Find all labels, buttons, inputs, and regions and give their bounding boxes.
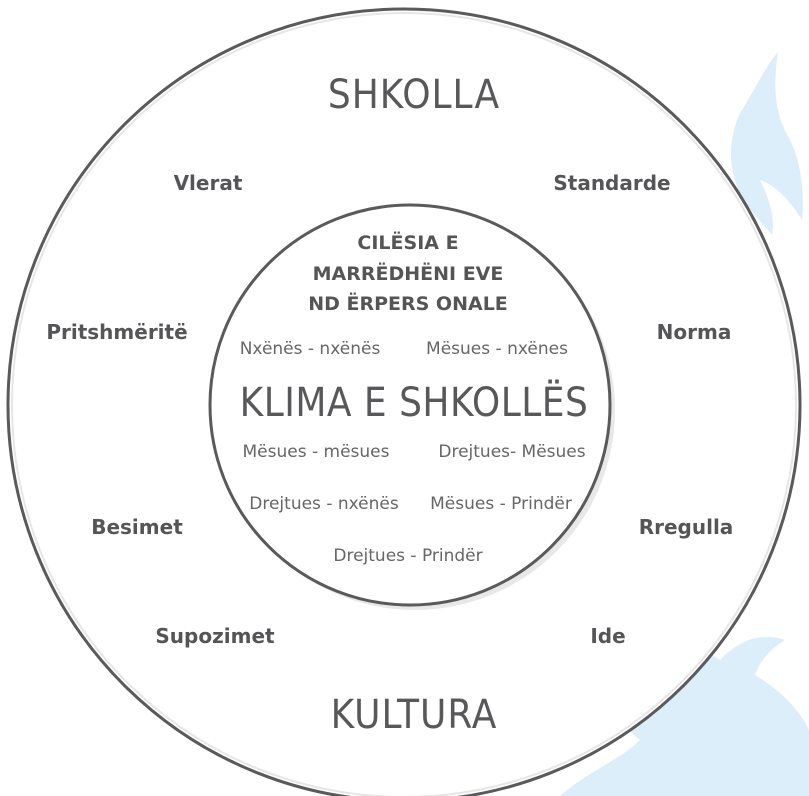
inner-heading-line3: ND ËRPERS ONALE <box>308 291 508 315</box>
outer-word-norma: Norma <box>657 320 732 344</box>
relation-drejtues-nxenes: Drejtues - nxënës <box>249 494 399 514</box>
relation-drejtues-prinder: Drejtues - Prindër <box>333 546 482 566</box>
outer-ring-shadow <box>11 12 797 796</box>
outer-word-pritshmerite: Pritshmëritë <box>46 320 187 344</box>
inner-heading-line2: MARRËDHËNI EVE <box>313 261 504 285</box>
outer-word-standarde: Standarde <box>553 171 670 195</box>
outer-word-supozimet: Supozimet <box>155 624 275 648</box>
inner-heading-line1: CILËSIA E <box>357 230 458 254</box>
relation-mesues-nxenes: Mësues - nxënes <box>426 339 568 359</box>
center-title: KLIMA E SHKOLLËS <box>240 378 589 426</box>
relation-mesues-prinder: Mësues - Prindër <box>430 494 572 514</box>
relation-mesues-mesues: Mësues - mësues <box>243 442 390 462</box>
heading-top: SHKOLLA <box>328 72 500 118</box>
relation-drejtues-mesues: Drejtues- Mësues <box>438 442 585 462</box>
heading-bottom: KULTURA <box>331 692 498 738</box>
relation-nxenes-nxenes: Nxënës - nxënës <box>240 339 381 359</box>
outer-word-ide: Ide <box>590 624 625 648</box>
outer-word-rregulla: Rregulla <box>639 515 734 539</box>
inner-ring <box>208 203 612 607</box>
bird-icon <box>730 52 803 235</box>
outer-word-vlerat: Vlerat <box>174 171 243 195</box>
outer-word-besimet: Besimet <box>91 515 183 539</box>
